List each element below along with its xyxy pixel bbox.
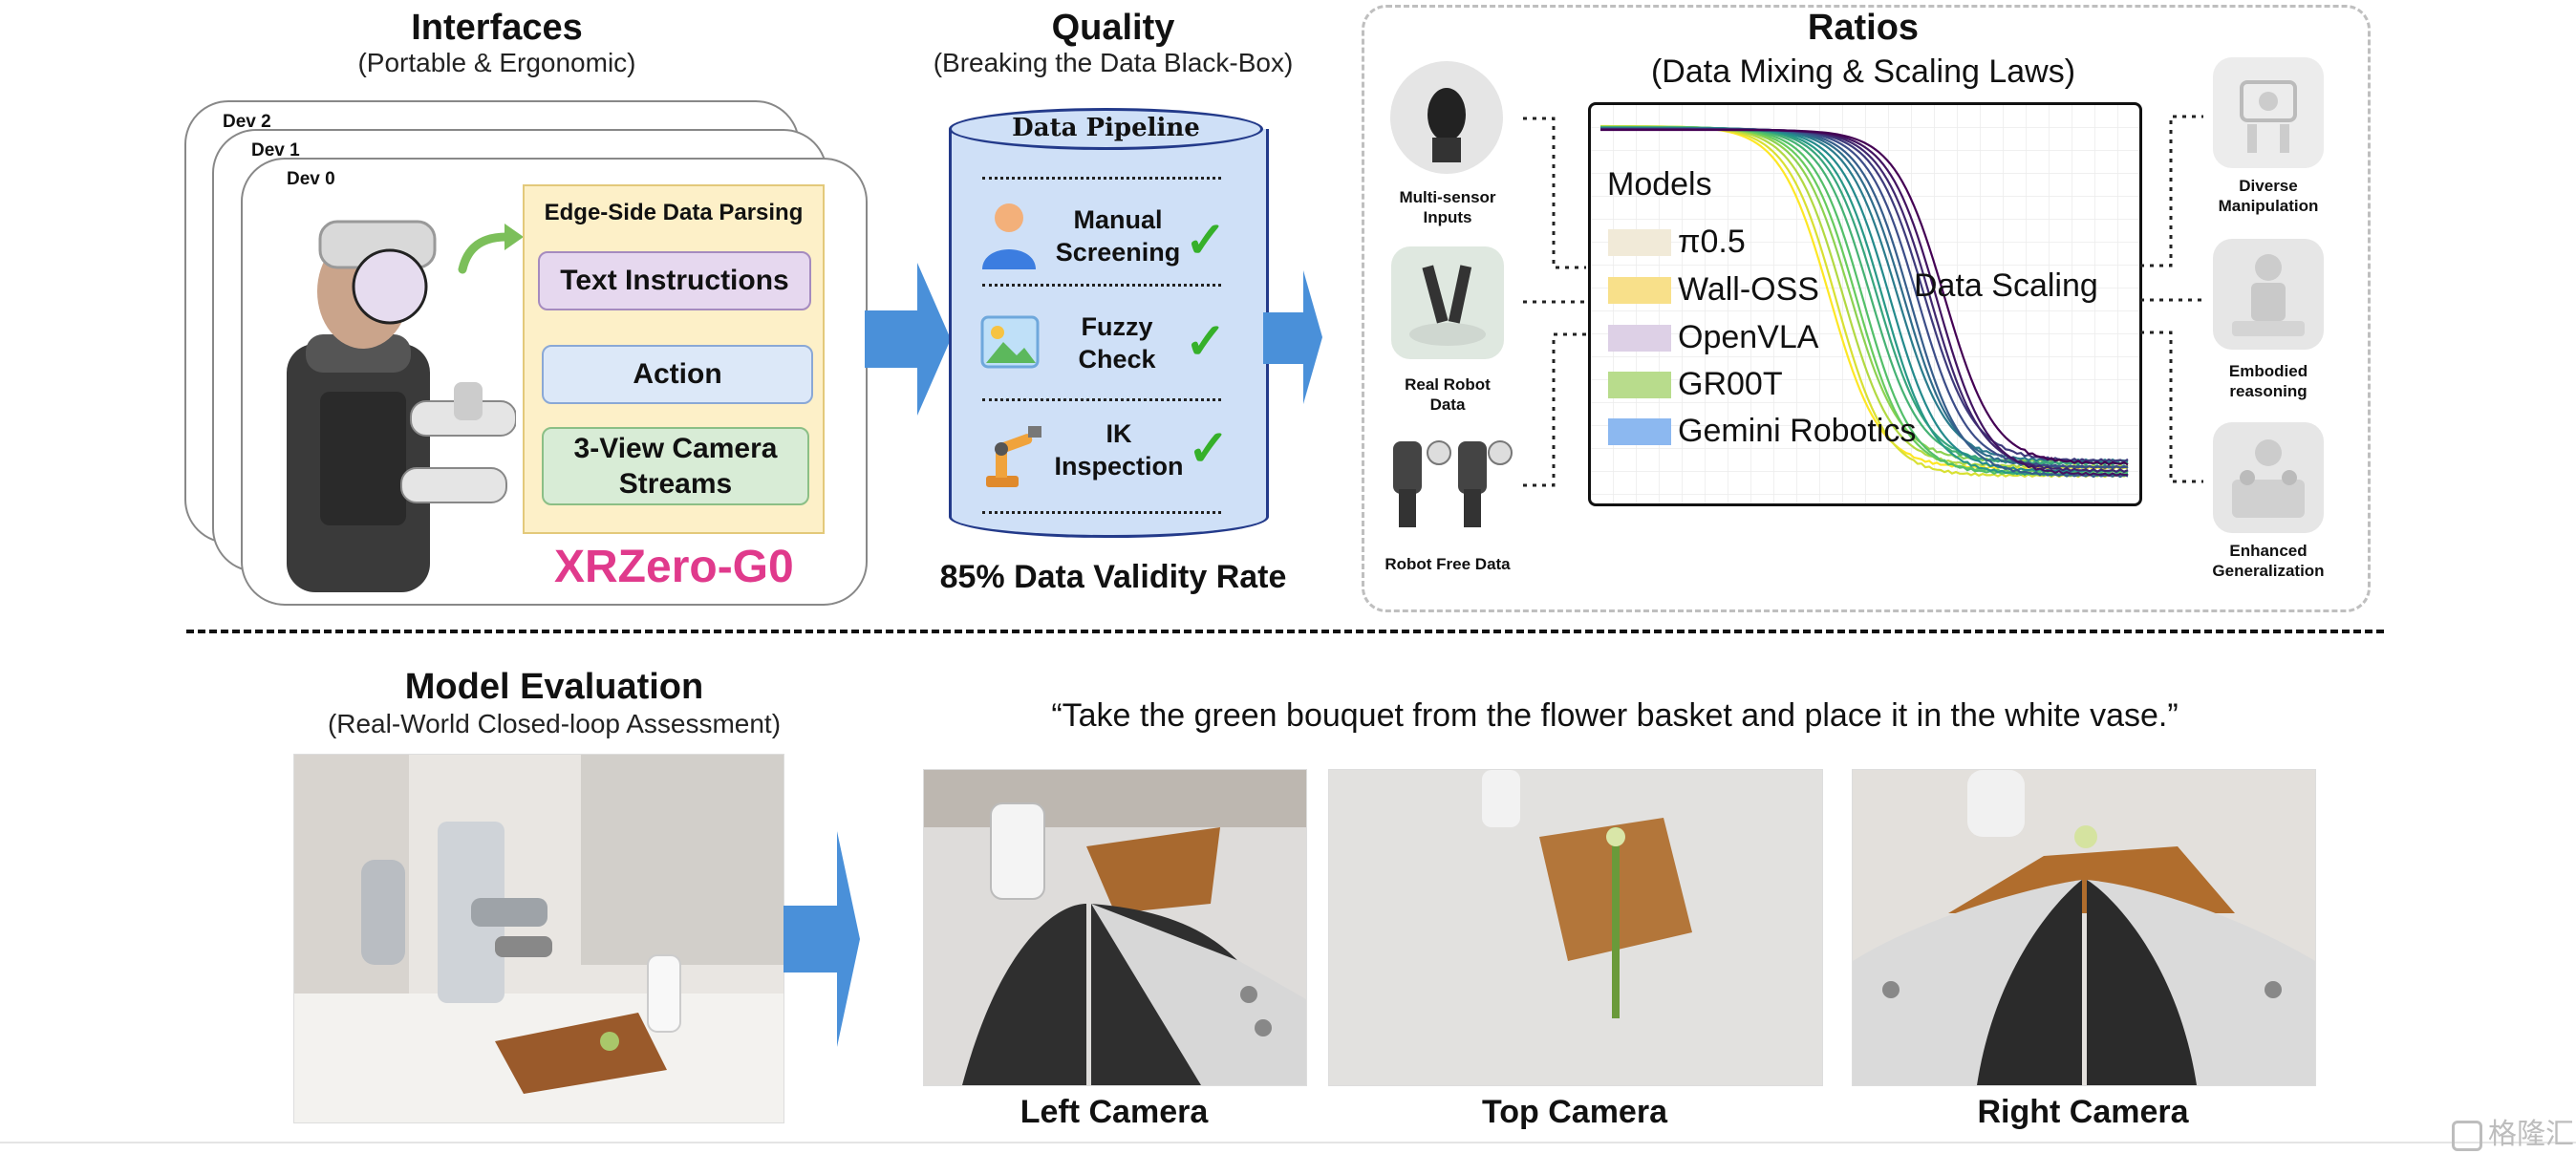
output-label-diverse-manipulation: Diverse Manipulation [2218, 177, 2319, 216]
output-connectors [2140, 115, 2203, 483]
divider [982, 511, 1221, 514]
arrow-interfaces-to-quality [865, 263, 951, 416]
legend-title: Models [1607, 166, 1712, 203]
robot-scene-photo [293, 754, 784, 1123]
robot-arm-icon [986, 426, 1041, 487]
legend-swatch-openvla [1608, 325, 1671, 352]
watermark-logo-icon [2452, 1121, 2482, 1152]
text-instructions-box: Text Instructions [538, 251, 811, 310]
arrow-evaluation-to-cameras [784, 831, 860, 1047]
left-camera-photo [923, 769, 1307, 1086]
right-camera-photo [1852, 769, 2316, 1086]
check-label-ik-inspection: IK Inspection [1054, 419, 1184, 481]
ratios-subtitle: (Data Mixing & Scaling Laws) [1650, 53, 2076, 90]
divider [982, 177, 1221, 180]
divider [982, 398, 1221, 401]
check-icon: ✓ [1185, 314, 1227, 370]
input-connectors [1523, 117, 1586, 487]
diverse-manipulation-thumbnail [2213, 57, 2324, 168]
ratios-title: Ratios [1807, 8, 1920, 48]
check-label-fuzzy-check: Fuzzy Check [1078, 312, 1156, 374]
check-icon: ✓ [1188, 421, 1230, 477]
legend-label-openvla: OpenVLA [1678, 319, 1819, 355]
check-label-manual-screening: Manual Screening [1055, 205, 1181, 267]
device-label-2: Dev 2 [223, 112, 271, 132]
quality-subtitle: (Breaking the Data Black-Box) [933, 48, 1294, 77]
legend-swatch-gr00t [1608, 372, 1671, 398]
section-separator [186, 630, 2384, 633]
scaling-plot [1588, 102, 2142, 506]
legend-label-pi05: π0.5 [1678, 224, 1746, 260]
legend-label-wall-oss: Wall-OSS [1678, 271, 1819, 308]
data-validity-rate: 85% Data Validity Rate [939, 559, 1287, 595]
camera-label-left: Left Camera [1020, 1094, 1209, 1130]
input-label-robot-free: Robot Free Data [1385, 555, 1511, 573]
top-camera-photo [1328, 769, 1823, 1086]
camera-label-top: Top Camera [1482, 1094, 1667, 1130]
output-label-enhanced-generalization: Enhanced Generalization [2212, 542, 2325, 581]
camera-streams-box: 3-View Camera Streams [542, 427, 809, 505]
scaling-curve [1600, 128, 2129, 466]
brand-name: XRZero-G0 [554, 542, 794, 592]
interfaces-subtitle: (Portable & Ergonomic) [357, 48, 636, 77]
check-icon: ✓ [1185, 213, 1227, 268]
input-label-multi-sensor: Multi-sensor Inputs [1399, 188, 1496, 227]
edge-parsing-title: Edge-Side Data Parsing [544, 200, 804, 225]
interfaces-title: Interfaces [411, 8, 583, 48]
scaling-curves [1591, 105, 2139, 503]
footer-rule [0, 1142, 2576, 1143]
evaluation-title: Model Evaluation [404, 667, 704, 707]
vr-operator-illustration [287, 220, 516, 592]
legend-swatch-gemini [1608, 418, 1671, 445]
watermark: 格隆汇 [2452, 1110, 2574, 1152]
robot-free-thumbnail [1393, 440, 1513, 527]
task-instruction: “Take the green bouquet from the flower … [1051, 697, 2179, 734]
watermark-text: 格隆汇 [2488, 1119, 2574, 1150]
person-icon [982, 203, 1036, 269]
legend-swatch-wall-oss [1608, 277, 1671, 304]
legend-swatch-pi05 [1608, 229, 1671, 256]
data-scaling-label: Data Scaling [1914, 267, 2098, 304]
legend-label-gemini: Gemini Robotics [1678, 413, 1917, 449]
enhanced-generalization-thumbnail [2213, 422, 2324, 533]
device-label-0: Dev 0 [287, 169, 335, 189]
multi-sensor-thumbnail [1390, 61, 1503, 174]
parsing-arrow-icon [458, 224, 524, 274]
quality-title: Quality [1051, 8, 1175, 48]
camera-label-right: Right Camera [1977, 1094, 2189, 1130]
arrow-quality-to-ratios [1263, 270, 1322, 404]
legend-label-gr00t: GR00T [1678, 366, 1783, 402]
real-robot-thumbnail [1391, 246, 1504, 359]
ratios-panel [1362, 5, 2371, 612]
action-box: Action [542, 345, 813, 404]
embodied-reasoning-thumbnail [2213, 239, 2324, 350]
input-label-real-robot: Real Robot Data [1405, 375, 1491, 415]
data-pipeline-cylinder-top [949, 108, 1263, 150]
image-icon [980, 315, 1040, 369]
output-label-embodied-reasoning: Embodied reasoning [2228, 362, 2308, 401]
data-pipeline-title: Data Pipeline [1012, 114, 1200, 142]
divider [982, 284, 1221, 287]
evaluation-subtitle: (Real-World Closed-loop Assessment) [327, 709, 782, 738]
device-label-1: Dev 1 [251, 140, 300, 160]
